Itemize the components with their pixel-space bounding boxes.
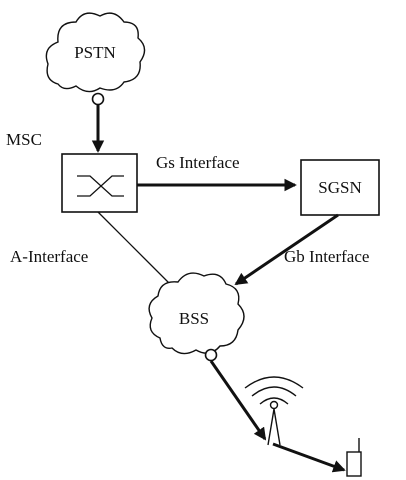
gs-interface-label: Gs Interface (156, 153, 240, 172)
radio-tower-icon (244, 376, 304, 446)
sgsn-label: SGSN (318, 178, 361, 197)
switch-crossover-icon (77, 175, 124, 197)
bss-label: BSS (179, 309, 209, 328)
gb-interface-link (234, 213, 339, 286)
msc-label: MSC (6, 130, 42, 149)
mobile-phone-icon (346, 438, 362, 477)
a-interface-link (97, 211, 177, 291)
bss-antenna-link (209, 360, 267, 441)
sgsn-node: SGSN (300, 159, 380, 216)
msc-node (61, 153, 138, 213)
bss-port (204, 348, 218, 362)
pstn-label: PSTN (74, 43, 116, 62)
bss-cloud: BSS (148, 272, 245, 362)
pstn-cloud: PSTN (45, 12, 146, 106)
antenna-handset-link (272, 442, 346, 473)
a-interface-label: A-Interface (10, 247, 88, 266)
pstn-port (91, 92, 105, 106)
gb-interface-label: Gb Interface (284, 247, 369, 266)
